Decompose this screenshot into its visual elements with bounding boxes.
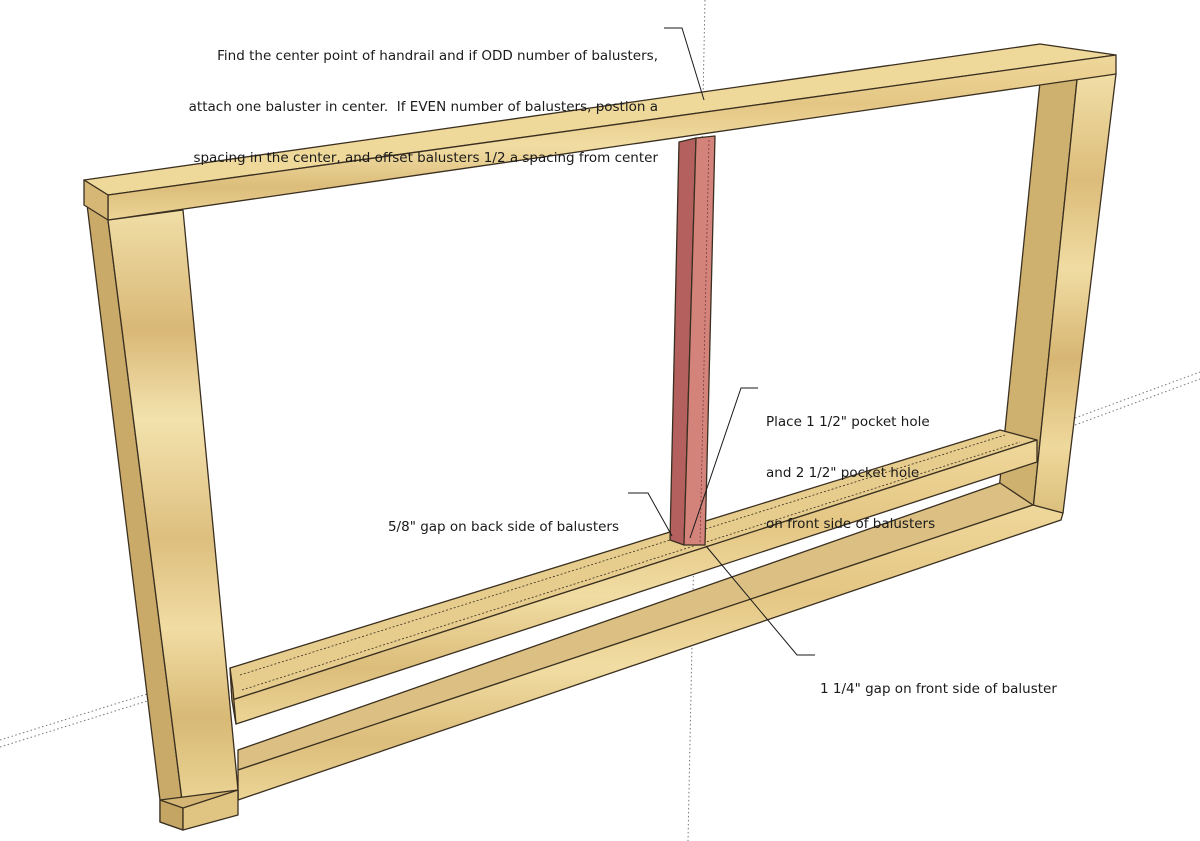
- middle-rail: [229, 429, 1038, 725]
- leader-lines: [628, 27, 815, 656]
- bottom-rail: [159, 482, 1064, 831]
- middle-rail-groove: [239, 434, 1021, 691]
- center-note-line-3: spacing in the center, and offset balust…: [193, 150, 658, 166]
- groove-line-front: [241, 441, 1021, 691]
- front-gap-text: 1 1/4" gap on front side of baluster: [820, 681, 1057, 697]
- left-post-foot-front: [182, 789, 239, 831]
- top-rail-end-face: [83, 179, 109, 221]
- pocket-note-line-3: on front side of balusters: [766, 516, 936, 532]
- pocket-hole-note: Place 1 1/2" pocket hole and 2 1/2" pock…: [766, 380, 935, 550]
- back-gap-leader: [628, 492, 673, 537]
- back-gap-text: 5/8" gap on back side of balusters: [387, 519, 619, 535]
- middle-rail-inner-lip: [229, 667, 237, 725]
- groove-line-back: [239, 434, 1006, 676]
- pocket-hole-leader: [689, 387, 758, 539]
- horizontal-axis-guide-left-1: [0, 689, 161, 741]
- front-gap-leader: [705, 545, 815, 656]
- horizontal-axis-guide-right-2: [1074, 378, 1200, 426]
- center-note-line-2: attach one baluster in center. If EVEN n…: [188, 99, 658, 115]
- center-note-leader: [664, 27, 705, 101]
- baluster-edge-line: [699, 139, 710, 546]
- center-point-note: Find the center point of handrail and if…: [189, 14, 658, 184]
- pocket-note-line-2: and 2 1/2" pocket hole: [766, 465, 920, 481]
- pocket-note-line-1: Place 1 1/2" pocket hole: [766, 414, 930, 430]
- front-gap-note: 1 1/4" gap on front side of baluster: [820, 647, 1057, 715]
- center-note-line-1: Find the center point of handrail and if…: [217, 48, 658, 64]
- top-rail: [83, 43, 1117, 221]
- baluster: [669, 135, 716, 546]
- back-gap-note: 5/8" gap on back side of balusters: [388, 485, 619, 553]
- horizontal-axis-guide-right-1: [1074, 371, 1200, 419]
- horizontal-axis-guide-left-2: [0, 696, 161, 748]
- baluster-front-face: [683, 135, 716, 546]
